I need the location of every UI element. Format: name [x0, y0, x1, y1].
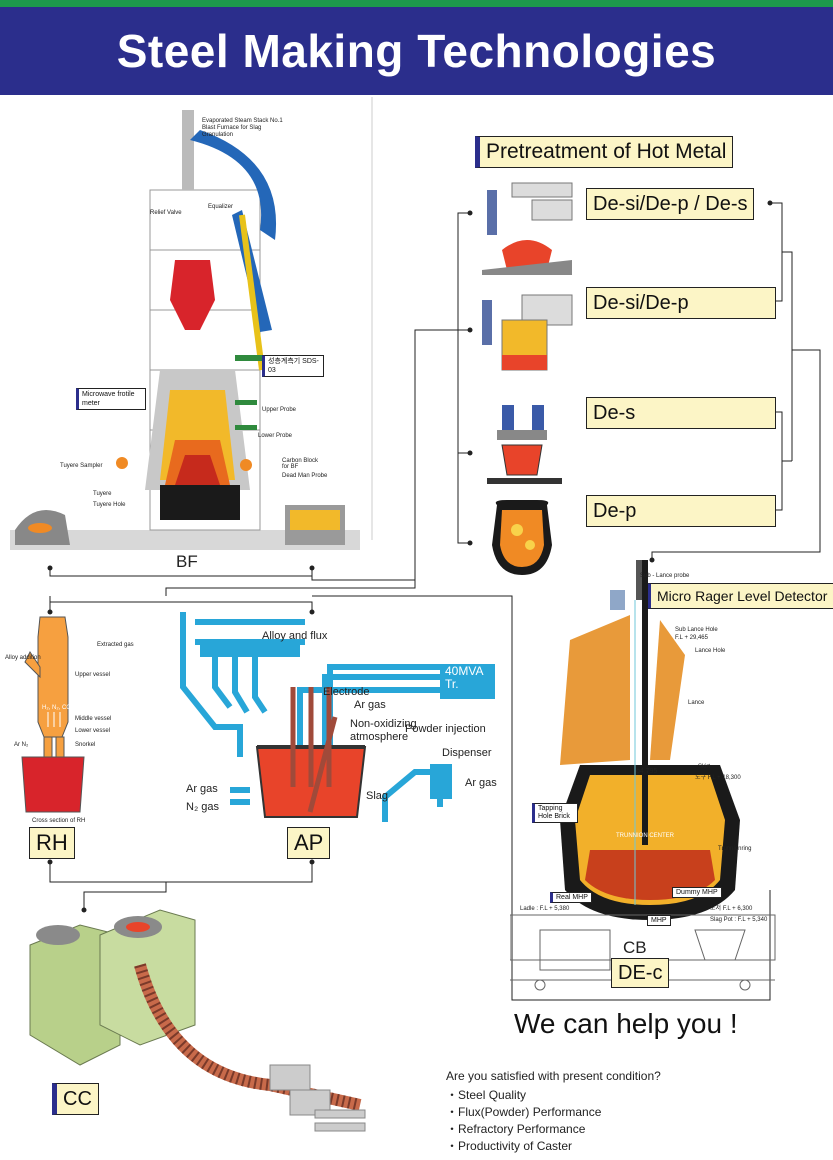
process-dep: De-p — [586, 495, 776, 527]
annotation-sds: 성층계측기 SDS-03 — [262, 355, 324, 377]
ap-transformer: 40MVA Tr. — [445, 664, 483, 691]
ap-ar-gas-left: Ar gas — [186, 783, 218, 795]
annotation-carbon-block: Carbon Block for BF — [282, 458, 319, 470]
help-question: Are you satisfied with present condition… — [446, 1069, 661, 1083]
converter-label-cb: CB — [623, 938, 647, 957]
process-des: De-s — [586, 397, 776, 429]
page-title: Steel Making Technologies — [116, 25, 717, 77]
annotation-lance-hole: Lance Hole — [695, 648, 726, 654]
rh-gases: H₂, N₂, CO — [42, 705, 71, 711]
ap-ladle-furnace-illustration — [180, 612, 495, 822]
help-headline: We can help you ! — [514, 1008, 738, 1039]
annotation-width: ϕ4,795 — [636, 768, 658, 775]
annotation-bottom-fl: 노저 F.L + 6,300 — [710, 906, 753, 912]
rh-snorkel: Snorkel — [75, 742, 96, 748]
ap-alloy-and-flux: Alloy and flux — [262, 630, 328, 642]
ap-electrode: Electrode — [323, 686, 370, 698]
blast-furnace-illustration — [10, 110, 360, 550]
annotation-mhp: MHP — [647, 915, 671, 926]
annotation-skirt-fl: 노구 F.L + 18,300 — [695, 775, 741, 781]
annotation-upper-probe: Upper Probe — [262, 407, 297, 413]
continuous-caster-illustration — [29, 909, 366, 1132]
annotation-equalizer: Equalizer — [208, 204, 234, 210]
annotation-steam-stack: Evaporated Steam Stack No.1 Blast Furnac… — [202, 118, 283, 138]
annotation-microwave: Microwave frotile meter — [76, 388, 146, 410]
ap-powder-injection: Powder injection — [405, 723, 486, 735]
ap-dispenser: Dispenser — [442, 747, 492, 759]
annotation-skirt: Skirt — [698, 764, 710, 770]
rh-ar-n2: Ar N₂ — [14, 742, 29, 748]
rh-caption: Cross section of RH — [32, 818, 86, 824]
rh-alloy-addition: Alloy addition — [5, 655, 41, 661]
rh-extracted-gas: Extracted gas — [97, 642, 134, 648]
pretreatment-title: Pretreatment of Hot Metal — [475, 136, 734, 168]
rh-label: RH — [29, 827, 75, 859]
annotation-sub-lance-fl: F.L + 29,465 — [675, 635, 708, 641]
help-item: ・Refractory Performance — [446, 1122, 586, 1136]
rh-degasser-illustration — [21, 616, 85, 813]
bf-label: BF — [176, 552, 198, 571]
annotation-lance: Lance — [688, 700, 705, 706]
ap-atmosphere: Non-oxidizing atmosphere — [350, 718, 417, 743]
ap-ar-gas-right: Ar gas — [465, 777, 497, 789]
annotation-tapping-hole: Tapping Hole Brick — [532, 803, 578, 823]
annotation-tuyere-sampler: Tuyere Sampler — [60, 463, 103, 469]
annotation-trunnion-center: TRUNNION CENTER — [616, 833, 674, 839]
ap-ar-gas-top: Ar gas — [354, 699, 386, 711]
annotation-dummy-mhp: Dummy MHP — [672, 887, 722, 898]
rh-middle-vessel: Middle vessel — [75, 716, 112, 722]
annotation-sub-lance-probe: Sub - Lance probe — [640, 573, 690, 579]
help-item: ・Productivity of Caster — [446, 1139, 573, 1153]
annotation-tuyere-hole: Tuyere Hole — [93, 502, 126, 508]
process-desi-dep-des: De-si/De-p / De-s — [586, 188, 755, 220]
cc-label: CC — [52, 1083, 99, 1115]
converter-illustration — [510, 560, 776, 991]
converter-detector: Micro Rager Level Detector — [646, 583, 833, 609]
pretreatment-illustrations — [482, 182, 573, 575]
annotation-real-mhp: Real MHP — [550, 892, 592, 903]
annotation-tuyere: Tuyere — [93, 491, 112, 497]
rh-upper-vessel: Upper vessel — [75, 672, 111, 678]
title-banner: Steel Making Technologies — [0, 7, 833, 95]
help-item: ・Flux(Powder) Performance — [446, 1105, 602, 1119]
annotation-relief-valve: Relief Valve — [150, 210, 182, 216]
ap-label: AP — [287, 827, 331, 859]
annotation-ladle-fl: Ladle : F.L + 5,380 — [520, 906, 570, 912]
ap-slag: Slag — [366, 790, 389, 802]
annotation-sub-lance-hole: Sub Lance Hole — [675, 627, 718, 633]
help-item: ・Steel Quality — [446, 1088, 527, 1102]
rh-lower-vessel: Lower vessel — [75, 728, 111, 734]
top-accent-bar — [0, 0, 833, 7]
converter-label-dec: DE-c — [611, 958, 670, 988]
ap-n2-gas: N₂ gas — [186, 801, 220, 813]
annotation-trunnion-ring: Trunnionring — [718, 846, 752, 852]
annotation-dead-man-probe: Dead Man Probe — [282, 473, 328, 479]
annotation-lower-probe: Lower Probe — [258, 433, 293, 439]
annotation-slag-pot-fl: Slag Pot : F.L + 5,340 — [710, 917, 768, 923]
process-desi-dep: De-si/De-p — [586, 287, 776, 319]
